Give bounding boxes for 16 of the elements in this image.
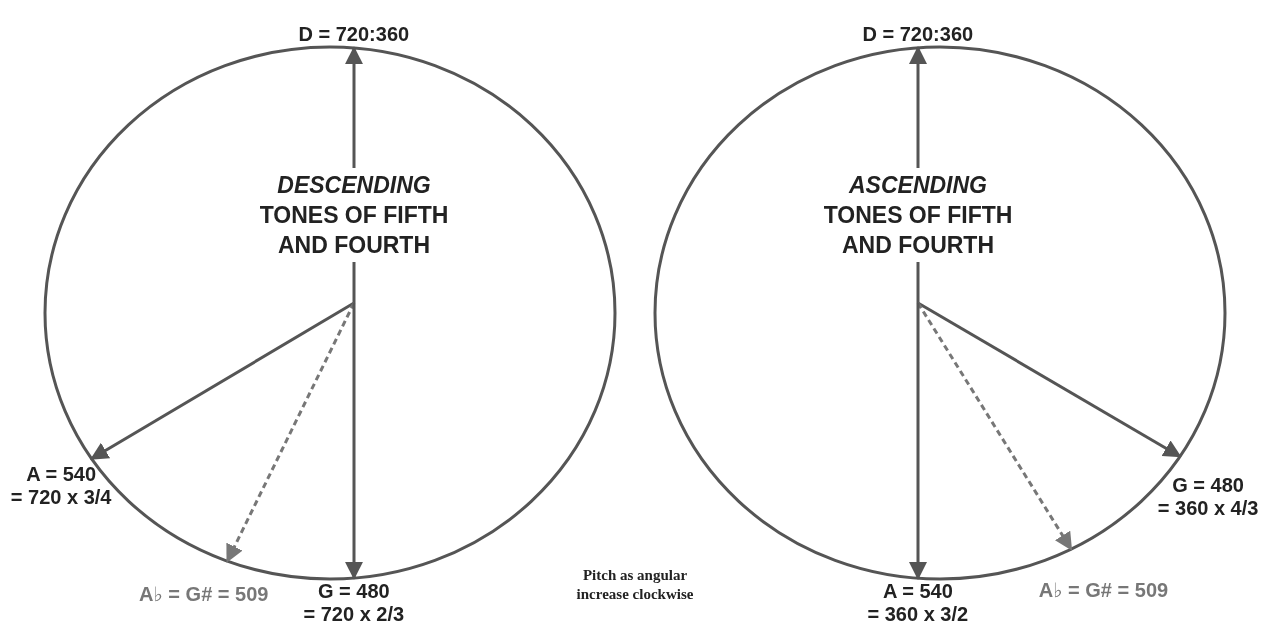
arrow xyxy=(90,301,355,461)
arrow xyxy=(345,46,363,303)
pitch-label: D = 720:360 xyxy=(298,22,410,48)
pitch-label: A = 540 = 720 x 3/4 xyxy=(10,458,112,509)
pitch-label: D = 720:360 xyxy=(862,22,974,48)
pitch-label: A♭ = G# = 509 xyxy=(138,561,269,607)
pitch-label: A = 540 = 360 x 3/2 xyxy=(867,578,969,627)
pitch-label: A♭ = G# = 509 xyxy=(1038,549,1169,603)
note-text: Pitch as angular increase clockwise xyxy=(575,566,695,604)
arrow xyxy=(909,46,927,303)
arrow xyxy=(917,301,1182,458)
pitch-label: G = 480 = 360 x 4/3 xyxy=(1157,456,1259,521)
arrow xyxy=(345,303,363,580)
pitch-label: G = 480 = 720 x 2/3 xyxy=(303,578,405,627)
arrow xyxy=(909,303,927,580)
arrow xyxy=(226,302,356,563)
